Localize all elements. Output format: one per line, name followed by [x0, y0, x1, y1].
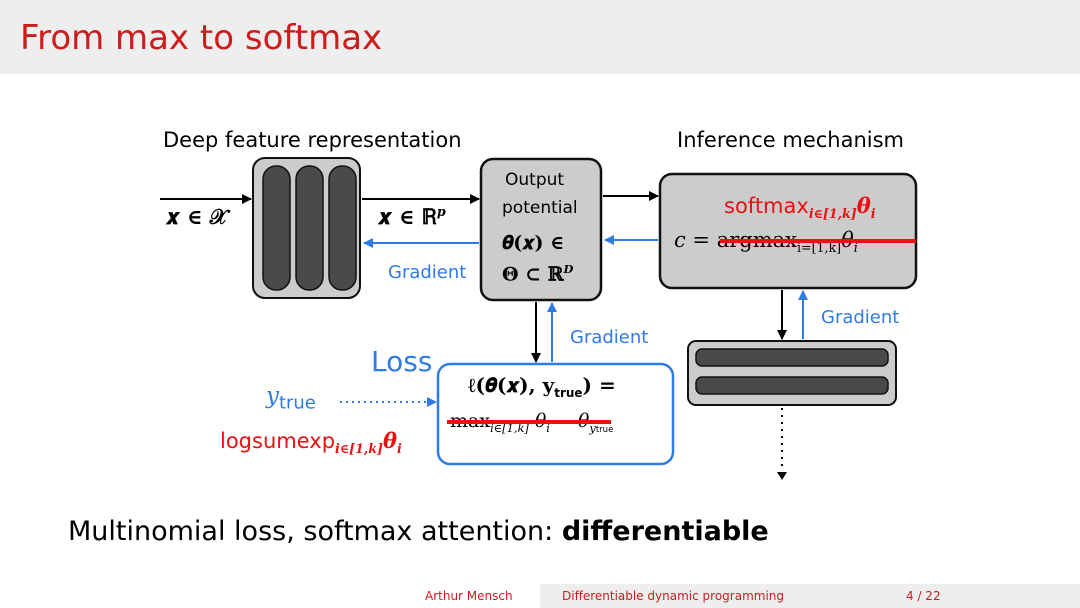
- footer-talk-title: Differentiable dynamic programming: [562, 589, 785, 603]
- network-layer-2: [295, 165, 324, 291]
- softmax-formula: softmaxi∈[1,k]θi: [724, 193, 876, 221]
- logsumexp-theta-sub: i: [396, 441, 402, 457]
- feature-x-exp: p: [436, 204, 446, 219]
- loss-line1-end: ) =: [582, 373, 616, 397]
- footer-author: Arthur Mensch: [425, 589, 513, 603]
- argmax-prefix: c =: [674, 228, 717, 252]
- caption-prefix: Multinomial loss, softmax attention:: [68, 516, 562, 547]
- softmax-theta: θ: [856, 193, 871, 218]
- max-theta-sub: i: [546, 420, 550, 435]
- footer-page-number: 4 / 22: [906, 589, 941, 603]
- ytrue-sub: true: [279, 392, 316, 414]
- minus-theta-sub: y: [589, 420, 596, 435]
- title-bar: From max to softmax: [0, 0, 1080, 74]
- ytrue-y: y: [266, 383, 279, 409]
- output-dotted-arrowhead: [777, 472, 787, 480]
- max-strikethrough: [447, 420, 611, 424]
- slide-title: From max to softmax: [20, 18, 383, 58]
- footer: Arthur Mensch Differentiable dynamic pro…: [0, 584, 1080, 608]
- gradient-label-network: Gradient: [388, 262, 467, 283]
- loss-line1-text: ℓ(𝜽(𝒙), y: [468, 373, 555, 397]
- feature-x-text: 𝒙 ∈ ℝ: [378, 204, 437, 229]
- output-label-line3: 𝜽(𝒙) ∈: [502, 232, 565, 254]
- output-bar-2: [695, 376, 889, 395]
- caption-bold: differentiable: [561, 516, 769, 547]
- input-x-label: 𝒙 ∈ 𝒳: [166, 204, 228, 229]
- network-layer-3: [328, 165, 357, 291]
- deep-feature-heading: Deep feature representation: [163, 128, 462, 152]
- output-line4-exp: D: [563, 262, 574, 276]
- network-layer-1: [262, 165, 291, 291]
- logsumexp-name: logsumexp: [220, 429, 336, 453]
- footer-right: Differentiable dynamic programming 4 / 2…: [540, 584, 1080, 608]
- inference-box: [658, 172, 918, 290]
- argmax-formula: c = argmaxi=[1,k]θi: [674, 228, 858, 255]
- loss-formula-line1: ℓ(𝜽(𝒙), ytrue) =: [468, 373, 616, 400]
- gradient-label-loss: Gradient: [570, 327, 649, 348]
- output-label-line4: 𝚯 ⊂ ℝD: [502, 262, 573, 285]
- argmax-strikethrough: [720, 239, 916, 243]
- feature-x-label: 𝒙 ∈ ℝp: [378, 204, 446, 230]
- softmax-theta-sub: i: [870, 206, 876, 222]
- gradient-label-output: Gradient: [821, 307, 900, 328]
- max-sub: i∈[1,k]: [490, 420, 529, 435]
- output-label-line2: potential: [502, 198, 578, 218]
- minus-theta-subsub: true: [595, 424, 614, 435]
- ytrue-label: ytrue: [266, 383, 316, 414]
- output-potential-box: [479, 157, 603, 302]
- slide-caption: Multinomial loss, softmax attention: dif…: [68, 516, 769, 547]
- diagram: [160, 157, 918, 480]
- loss-line1-sub: true: [554, 386, 583, 400]
- logsumexp-sub: i∈[1,k]: [335, 441, 383, 457]
- softmax-sub: i∈[1,k]: [808, 206, 857, 222]
- inference-heading: Inference mechanism: [677, 128, 905, 152]
- softmax-name: softmax: [724, 194, 809, 218]
- argmax-theta-sub: i: [853, 240, 858, 256]
- loss-box: [436, 362, 675, 466]
- output-bar-1: [695, 348, 889, 367]
- logsumexp-theta: θ: [382, 428, 397, 453]
- output-bars: [687, 340, 897, 406]
- logsumexp-formula: logsumexpi∈[1,k]θi: [220, 428, 402, 456]
- output-line4-text: 𝚯 ⊂ ℝ: [502, 263, 564, 286]
- loss-label: Loss: [371, 345, 433, 378]
- output-label-line1: Output: [505, 170, 565, 190]
- argmax-sub: i=[1,k]: [797, 240, 842, 256]
- network-block: [252, 157, 361, 299]
- footer-left: Arthur Mensch: [0, 584, 540, 608]
